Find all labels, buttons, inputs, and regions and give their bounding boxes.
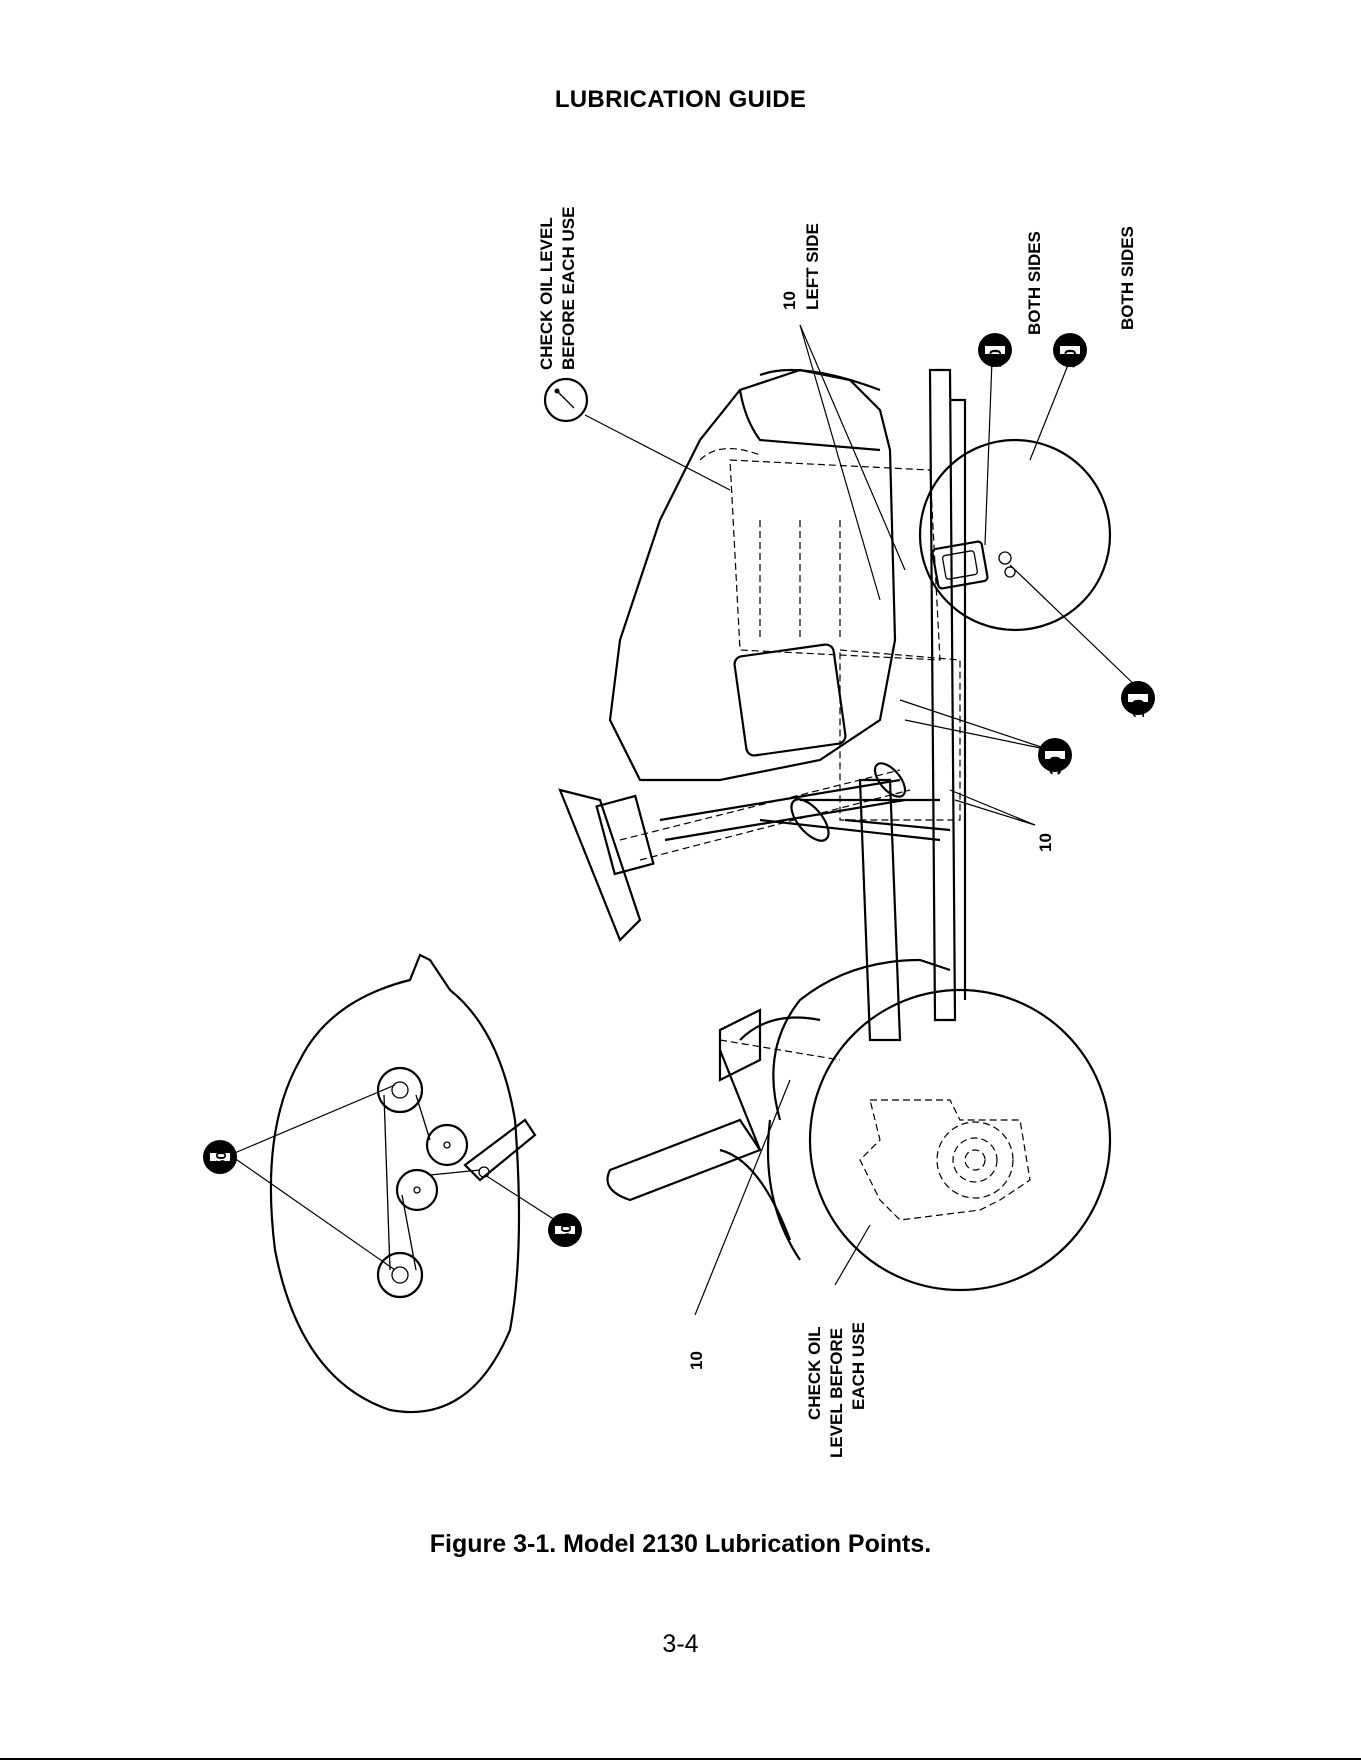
steering-interval: 30 bbox=[1046, 756, 1065, 775]
both-sides-1-interval: 10 bbox=[986, 349, 1005, 368]
mower-deck bbox=[271, 955, 535, 1412]
page-bottom-rule bbox=[0, 1758, 1361, 1760]
check-oil-trans-line1: CHECK OIL bbox=[805, 1327, 824, 1421]
both-sides-2-interval: 30 bbox=[1061, 349, 1080, 368]
page-number: 3-4 bbox=[0, 1630, 1361, 1659]
both-sides-2-label: BOTH SIDES bbox=[1118, 226, 1137, 330]
check-oil-engine-line1: CHECK OIL LEVEL bbox=[537, 217, 556, 370]
left-side-label: LEFT SIDE bbox=[803, 223, 822, 310]
deck-spindle-interval: 50 bbox=[213, 1151, 230, 1168]
steering-wheel bbox=[560, 758, 911, 940]
dipstick-icon bbox=[545, 379, 587, 421]
left-side-interval: 10 bbox=[780, 291, 799, 310]
check-oil-trans-line3: EACH USE bbox=[849, 1322, 868, 1410]
check-oil-trans-line2: LEVEL BEFORE bbox=[827, 1328, 846, 1458]
both-sides-1-label: BOTH SIDES bbox=[1025, 231, 1044, 335]
front-axle-interval: 10 bbox=[1129, 699, 1148, 718]
rear-pivot-interval: 10 bbox=[687, 1351, 706, 1370]
check-oil-engine-line2: BEFORE EACH USE bbox=[559, 207, 578, 370]
callout-leaders bbox=[230, 325, 1140, 1315]
front-wheel-detail bbox=[920, 440, 1110, 630]
deck-idler-interval: 50 bbox=[558, 1224, 575, 1241]
rear-wheel bbox=[810, 990, 1110, 1290]
tractor-hood bbox=[610, 370, 940, 780]
figure-caption: Figure 3-1. Model 2130 Lubrication Point… bbox=[0, 1530, 1361, 1559]
pivot-interval: 10 bbox=[1036, 833, 1055, 852]
